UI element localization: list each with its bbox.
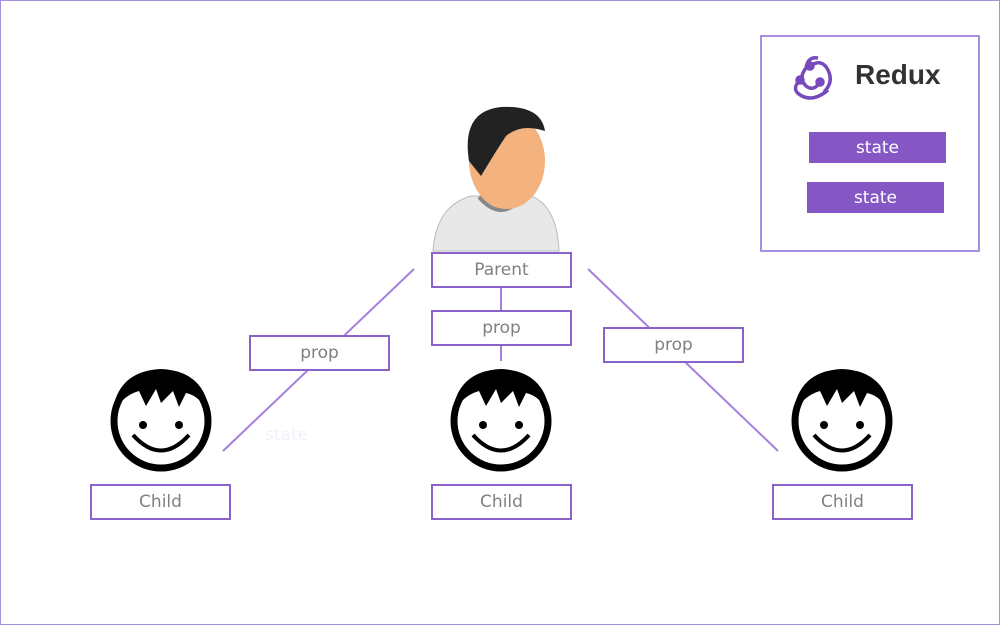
redux-state-item: state [809,132,946,163]
redux-state-item: state [807,182,944,213]
child-face-icon-left [110,369,212,472]
child-face-icon-right [791,369,893,472]
parent-node: Parent [431,252,572,288]
child-node-middle: Child [431,484,572,520]
parent-person-icon [432,106,560,252]
prop-label-left: prop [249,335,390,371]
child-node-left: Child [90,484,231,520]
redux-logo-icon [793,55,832,100]
prop-label-right: prop [603,327,744,363]
child-face-icon-middle [450,369,552,472]
redux-store-panel [760,35,980,252]
prop-label-middle: prop [431,310,572,346]
redux-title: Redux [855,59,941,90]
faint-state-label: state [265,425,309,445]
child-node-right: Child [772,484,913,520]
